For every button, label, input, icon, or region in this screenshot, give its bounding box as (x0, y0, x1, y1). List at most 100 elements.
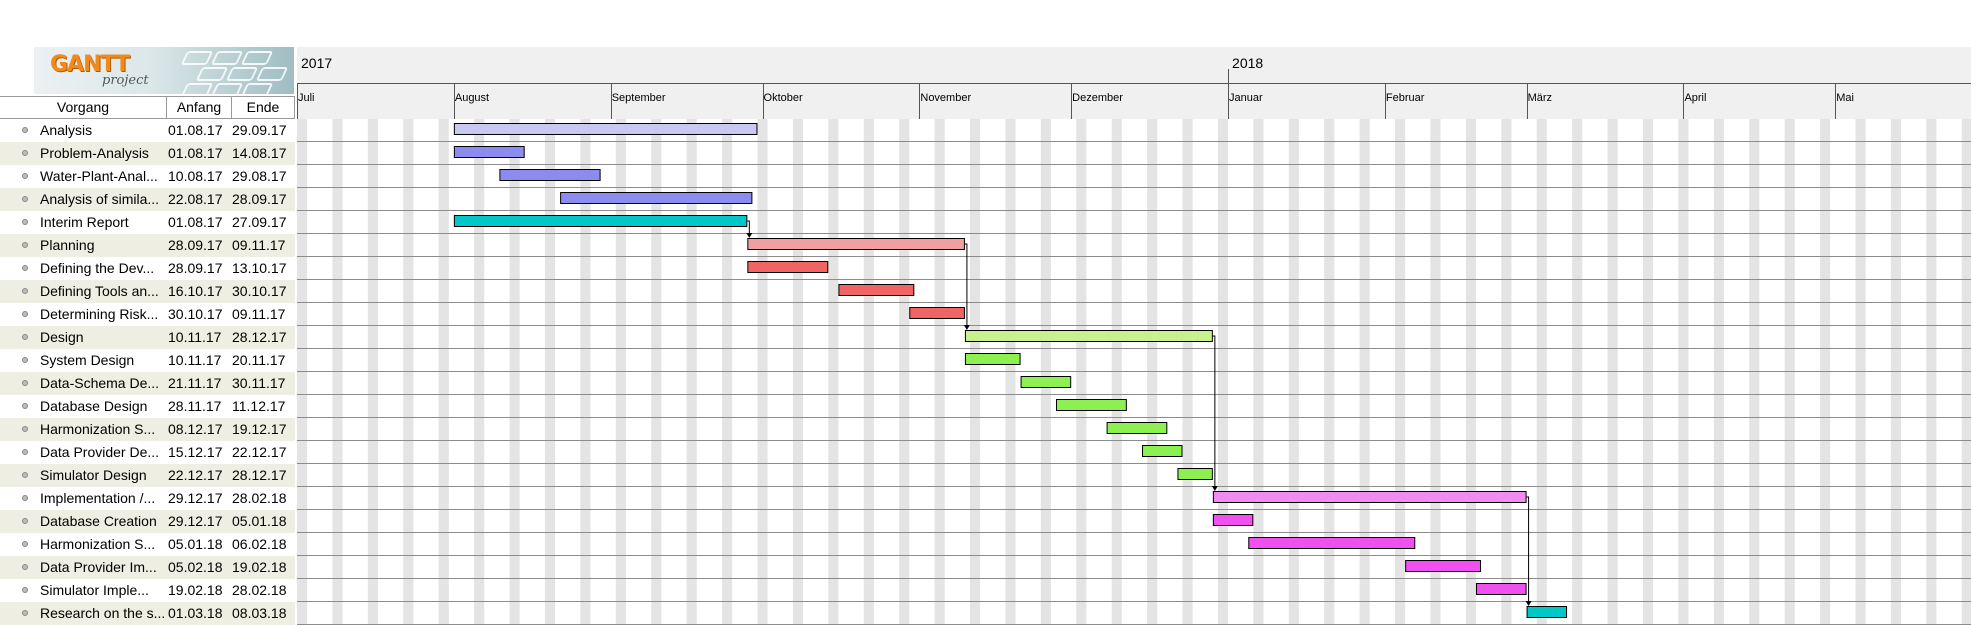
task-bar[interactable] (1106, 422, 1168, 434)
task-end-date: 08.03.18 (232, 605, 287, 621)
task-end-date: 14.08.17 (232, 145, 287, 161)
dependency-arrows (746, 220, 1532, 606)
task-name: Data Provider Im... (40, 559, 157, 575)
task-bullet-icon (22, 472, 28, 478)
timeline-month-label: Juli (298, 92, 315, 104)
task-end-date: 28.12.17 (232, 329, 287, 345)
task-name: Problem-Analysis (40, 145, 149, 161)
task-start-date: 28.11.17 (168, 398, 222, 414)
task-bar[interactable] (747, 261, 829, 273)
task-start-date: 05.01.18 (168, 536, 223, 552)
timeline-month-tick (297, 83, 298, 119)
task-bar[interactable] (1248, 537, 1416, 549)
task-bullet-icon (22, 173, 28, 179)
task-end-date: 29.09.17 (232, 122, 287, 138)
task-bar[interactable] (1405, 560, 1482, 572)
task-name: Database Creation (40, 513, 157, 529)
task-bar[interactable] (964, 330, 1213, 342)
task-bullet-icon (22, 334, 28, 340)
task-bar[interactable] (1526, 606, 1568, 618)
timeline-month-label: Dezember (1072, 92, 1123, 104)
task-bullet-icon (22, 610, 28, 616)
task-bar[interactable] (1020, 376, 1072, 388)
dependency-arrowhead (1525, 601, 1532, 606)
task-bar[interactable] (1475, 583, 1527, 595)
timeline-month-tick (1071, 83, 1073, 119)
task-bar[interactable] (964, 353, 1021, 365)
task-bullet-icon (22, 357, 28, 363)
task-start-date: 15.12.17 (168, 444, 223, 460)
task-bullet-icon (22, 311, 28, 317)
task-bar[interactable] (1212, 491, 1527, 503)
task-bar[interactable] (453, 123, 758, 135)
task-start-date: 08.12.17 (168, 421, 223, 437)
row-lines (297, 141, 1971, 625)
task-bar[interactable] (453, 146, 525, 158)
task-row[interactable]: Problem-Analysis 01.08.17 14.08.17 (0, 142, 295, 165)
task-bullet-icon (22, 196, 28, 202)
task-name: Analysis (40, 122, 93, 138)
dependency-arrowhead (746, 233, 753, 238)
task-end-date: 29.08.17 (232, 168, 287, 184)
task-name: Data Provider De... (40, 444, 160, 460)
task-bullet-icon (22, 449, 28, 455)
timeline-month-tick (1683, 83, 1685, 119)
column-header-task[interactable]: Vorgang (0, 97, 167, 118)
task-end-date: 06.02.18 (232, 536, 287, 552)
timeline-month-tick (1526, 83, 1528, 119)
task-bullet-icon (22, 518, 28, 524)
task-bar[interactable] (838, 284, 915, 296)
task-bullet-icon (22, 541, 28, 547)
task-name: Simulator Imple... (40, 582, 149, 598)
gantt-chart (297, 119, 1971, 625)
task-name: Planning (40, 237, 95, 253)
task-bar[interactable] (499, 169, 601, 181)
task-bar[interactable] (909, 307, 965, 319)
task-bullet-icon (22, 127, 28, 133)
task-bar[interactable] (560, 192, 753, 204)
task-start-date: 19.02.18 (168, 582, 223, 598)
task-bar[interactable] (1056, 399, 1127, 411)
column-header-end[interactable]: Ende (232, 97, 295, 118)
task-bar[interactable] (1142, 445, 1183, 457)
column-header-start[interactable]: Anfang (167, 97, 232, 118)
task-end-date: 19.12.17 (232, 421, 287, 437)
task-bar[interactable] (453, 215, 748, 227)
task-bar[interactable] (1212, 514, 1254, 526)
task-name: System Design (40, 352, 135, 368)
task-name: Database Design (40, 398, 148, 414)
task-name: Water-Plant-Anal... (40, 168, 158, 184)
task-name: Interim Report (40, 214, 129, 230)
timeline-month-label: November (920, 92, 972, 104)
dependency-line (964, 243, 968, 326)
task-bar[interactable] (1177, 468, 1213, 480)
timeline-year-label: 2018 (1232, 55, 1264, 71)
task-bullet-icon (22, 426, 28, 432)
timeline-month-label: Januar (1229, 92, 1263, 104)
task-start-date: 01.08.17 (168, 145, 223, 161)
task-bar[interactable] (747, 238, 965, 250)
timeline-month-label: Mai (1836, 92, 1854, 104)
task-bullet-icon (22, 265, 28, 271)
